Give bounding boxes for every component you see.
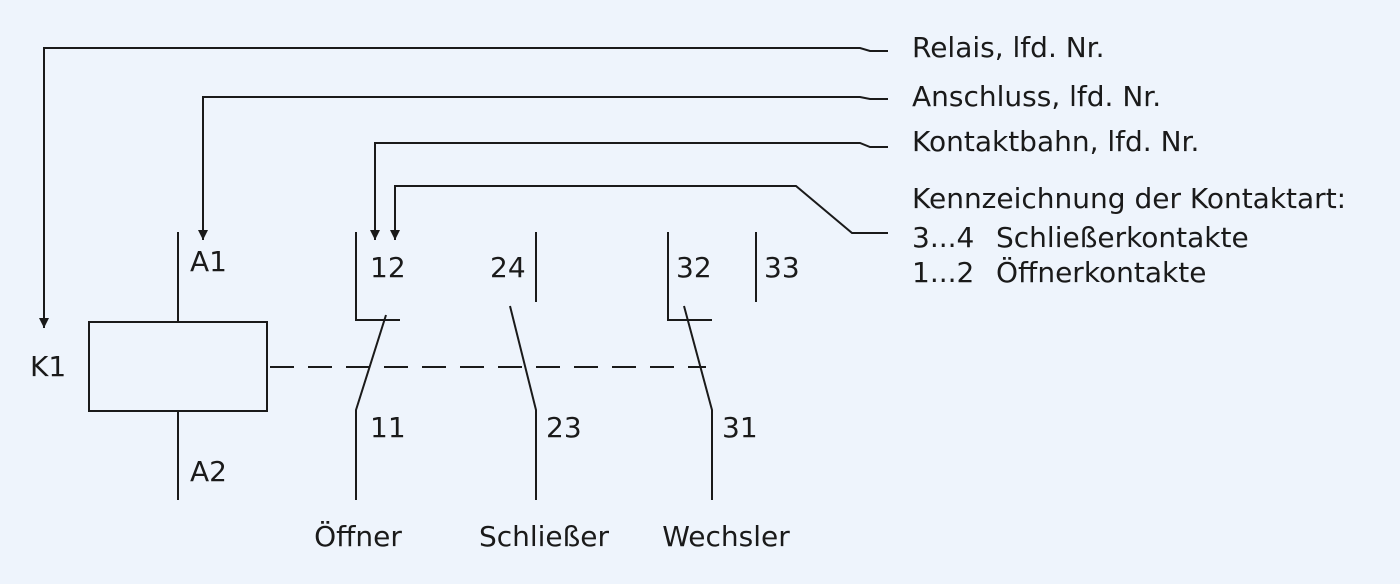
leader-terminal-line [198, 96, 888, 240]
changeover-top-second-label: 33 [764, 251, 800, 284]
changeover-bottom-label: 31 [722, 411, 758, 444]
break-contact [355, 232, 400, 500]
legend-contact-track-label: Kontaktbahn, lfd. Nr. [912, 125, 1199, 158]
changeover-contact [667, 232, 757, 500]
terminal-a2-label: A2 [190, 455, 227, 488]
make-contact [509, 232, 537, 500]
make-contact-bottom-label: 23 [546, 411, 582, 444]
break-contact-caption: Öffner [314, 519, 402, 553]
legend-relay-label: Relais, lfd. Nr. [912, 31, 1105, 64]
break-contact-top-label: 12 [370, 251, 406, 284]
relay-name-label: K1 [30, 350, 66, 383]
legend-make-code: 3...4 [912, 221, 974, 254]
leader-relay-line [39, 47, 888, 328]
legend-make-text: Schließerkontakte [996, 221, 1249, 254]
legend-break-code: 1...2 [912, 256, 974, 289]
legend-terminal-label: Anschluss, lfd. Nr. [912, 80, 1161, 113]
relay-coil [88, 321, 268, 412]
changeover-caption: Wechsler [662, 520, 790, 553]
terminal-a1-label: A1 [190, 245, 227, 278]
leader-contact-track-line [370, 142, 888, 240]
leader-contact-type-line [390, 185, 888, 240]
legend-break-text: Öffnerkontakte [996, 255, 1206, 289]
make-contact-caption: Schließer [479, 520, 610, 553]
break-contact-bottom-label: 11 [370, 411, 406, 444]
changeover-top-label: 32 [676, 251, 712, 284]
legend-contact-type-title: Kennzeichnung der Kontaktart: [912, 182, 1346, 215]
make-contact-top-label: 24 [490, 251, 526, 284]
